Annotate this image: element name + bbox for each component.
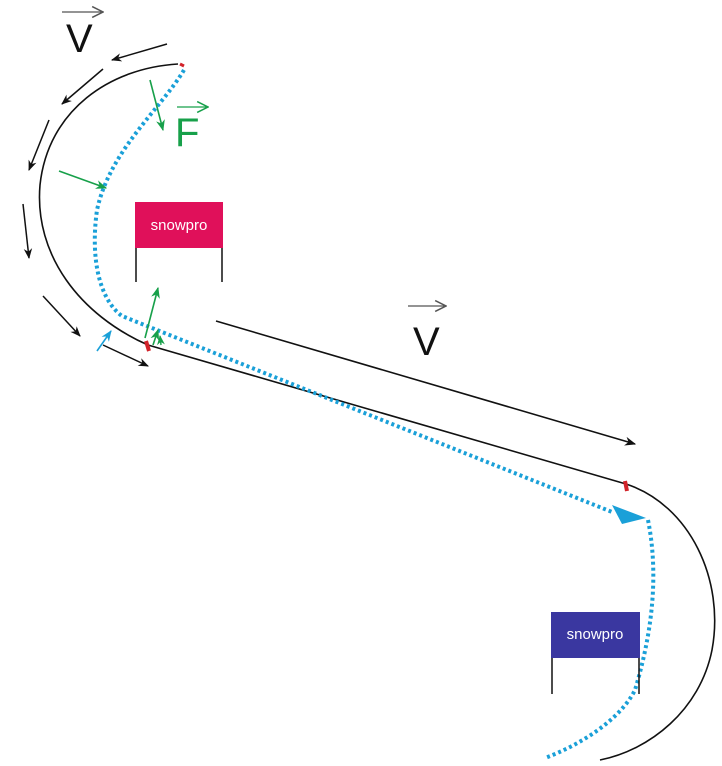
velocity-arrow-traverse bbox=[215, 320, 637, 446]
trajectory-dotted bbox=[92, 68, 613, 514]
force-arrow bbox=[144, 286, 160, 339]
velocity-arrow bbox=[102, 344, 149, 367]
gate-blue: snowpro bbox=[551, 612, 640, 694]
force-arrow bbox=[149, 79, 165, 132]
ski-line-second-turn bbox=[599, 483, 716, 761]
gate-blue-panel bbox=[551, 612, 640, 658]
velocity-arrow bbox=[61, 68, 104, 105]
velocity-arrow bbox=[42, 295, 81, 337]
gate-red: snowpro bbox=[135, 202, 223, 282]
gate-blue-label: snowpro bbox=[567, 626, 624, 643]
force-arrow bbox=[58, 170, 108, 189]
velocity-arrow bbox=[110, 43, 168, 62]
force-arrow bbox=[150, 328, 160, 346]
gate-red-panel bbox=[135, 202, 223, 248]
force-arrow bbox=[157, 335, 165, 346]
transition-marker-3 bbox=[179, 62, 185, 68]
ski-line-first-turn bbox=[38, 63, 179, 346]
transition-marker-1 bbox=[144, 340, 151, 352]
velocity-arrow bbox=[22, 203, 33, 260]
velocity-label-middle: V bbox=[413, 320, 440, 364]
transition-marker-2 bbox=[623, 480, 629, 492]
ski-line-traverse bbox=[147, 344, 627, 485]
velocity-label-top: V bbox=[66, 17, 93, 61]
trajectory-small-arrow bbox=[96, 330, 112, 352]
gate-red-label: snowpro bbox=[151, 217, 208, 234]
trajectory-arrowhead bbox=[612, 505, 646, 524]
trajectory-dotted-second bbox=[544, 519, 656, 760]
force-label: F bbox=[175, 111, 199, 155]
velocity-arrow bbox=[28, 119, 50, 171]
